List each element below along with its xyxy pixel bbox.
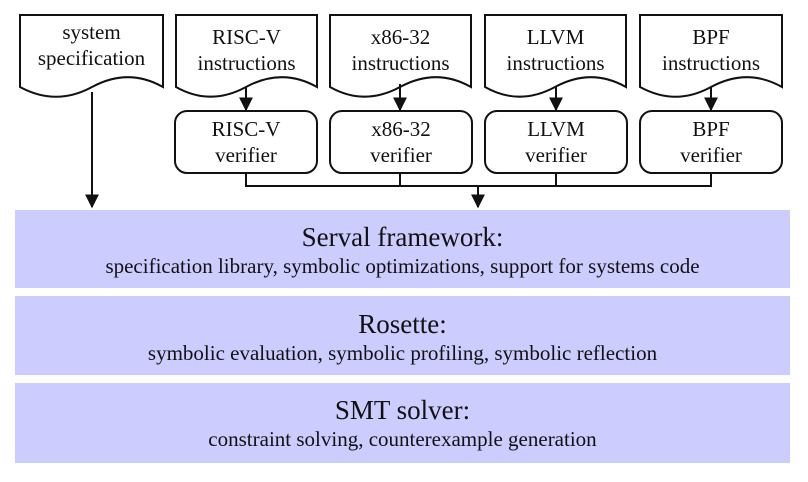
verifier-box-llvm [484, 110, 628, 174]
layer-serval: Serval framework: specification library,… [15, 210, 790, 288]
layer-rosette-title: Rosette: [358, 309, 447, 339]
layer-smt-text: SMT solver: constraint solving, countere… [15, 394, 790, 454]
layer-smt-subtitle: constraint solving, counterexample gener… [208, 427, 597, 452]
layer-rosette-subtitle: symbolic evaluation, symbolic profiling,… [147, 341, 658, 366]
connector-verifiers-merge [245, 173, 712, 187]
layer-rosette: Rosette: symbolic evaluation, symbolic p… [15, 296, 790, 375]
layer-smt: SMT solver: constraint solving, countere… [15, 383, 790, 463]
layer-serval-text: Serval framework: specification library,… [15, 221, 790, 281]
layer-serval-title: Serval framework: [301, 222, 504, 252]
doc-shape-bpf [639, 14, 783, 98]
doc-shape-spec [19, 14, 164, 98]
layer-rosette-text: Rosette: symbolic evaluation, symbolic p… [15, 308, 790, 368]
verifier-box-riscv [174, 110, 318, 174]
layer-smt-title: SMT solver: [334, 395, 471, 425]
verifier-box-bpf [639, 110, 783, 174]
verifier-box-x86 [329, 110, 473, 174]
layer-serval-subtitle: specification library, symbolic optimiza… [105, 254, 700, 279]
doc-shape-llvm [484, 14, 627, 98]
doc-shape-riscv [175, 14, 318, 98]
